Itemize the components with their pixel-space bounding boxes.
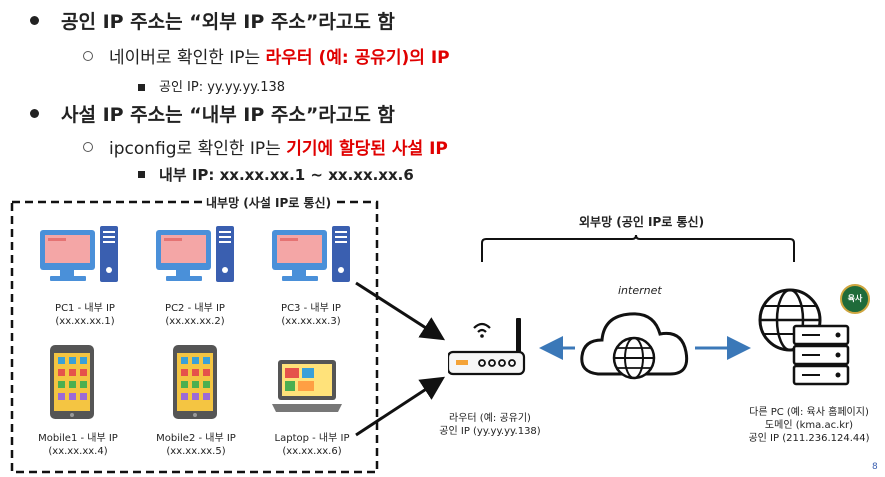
device-name: PC3 - 내부 IP [281,303,341,314]
remote-pc-caption: 다른 PC (예: 육사 홈페이지) 도메인 (kma.ac.kr) 공인 IP… [736,406,882,445]
naver-text: 네이버로 확인한 IP는 [109,48,266,68]
external-network-title: 외부망 (공인 IP로 통신) [575,213,709,230]
bullet-dot-icon [30,16,39,25]
arrow-internal-to-router-bottom [355,376,446,437]
external-network-bracket [481,234,795,262]
smartphone-icon [173,345,217,419]
desktop-icon [40,226,118,282]
private-ip-title: 사설 IP 주소는 “내부 IP 주소”라고도 함 [61,104,395,126]
device-caption: PC3 - 내부 IP (xx.xx.xx.3) [266,302,356,328]
device-caption: Mobile2 - 내부 IP (xx.xx.xx.5) [146,432,246,458]
internal-network-box [10,200,379,474]
remote-ip: 공인 IP (211.236.124.44) [748,433,870,444]
internal-network-title: 내부망 (사설 IP로 통신) [202,194,336,211]
hollow-bullet-icon [83,142,93,152]
router-ip-highlight: 라우터 (예: 공유기)의 IP [265,48,450,68]
sub-bullet-ipconfig: ipconfig로 확인한 IP는 기기에 할당된 사설 IP [83,134,448,159]
ipconfig-text: ipconfig로 확인한 IP는 [109,139,287,159]
device-ip: (xx.xx.xx.1) [55,316,115,327]
smartphone-icon [50,345,94,419]
device-name: Mobile1 - 내부 IP [38,433,118,444]
device-ip-highlight: 기기에 할당된 사설 IP [286,139,448,159]
kma-logo-icon: 육사 [840,284,870,314]
bullet-private-ip: 사설 IP 주소는 “내부 IP 주소”라고도 함 [30,100,395,127]
device-name: Mobile2 - 내부 IP [156,433,236,444]
router-icon [448,318,526,376]
device-caption: PC2 - 내부 IP (xx.xx.xx.2) [150,302,240,328]
device-ip: (xx.xx.xx.2) [165,316,225,327]
device-caption: PC1 - 내부 IP (xx.xx.xx.1) [40,302,130,328]
internet-label: internet [618,284,662,297]
remote-pc-name: 다른 PC (예: 육사 홈페이지) [749,407,869,418]
private-ip-detail: 내부 IP: xx.xx.xx.1 ~ xx.xx.xx.6 [159,166,414,184]
device-ip: (xx.xx.xx.5) [166,446,226,457]
web-server-icon [758,288,850,386]
detail-private-ip: 내부 IP: xx.xx.xx.1 ~ xx.xx.xx.6 [138,164,414,185]
router-name: 라우터 (예: 공유기) [449,413,531,424]
public-ip-detail: 공인 IP: yy.yy.yy.138 [159,80,286,95]
public-ip-title: 공인 IP 주소는 “외부 IP 주소”라고도 함 [61,11,395,33]
bullet-dot-icon [30,109,39,118]
page-number: 8 [872,462,878,472]
square-bullet-icon [138,84,145,91]
device-ip: (xx.xx.xx.4) [48,446,108,457]
router-ip: 공인 IP (yy.yy.yy.138) [439,426,541,437]
hollow-bullet-icon [83,51,93,61]
square-bullet-icon [138,171,145,178]
bullet-public-ip: 공인 IP 주소는 “외부 IP 주소”라고도 함 [30,7,395,34]
desktop-icon [156,226,234,282]
laptop-icon [272,360,342,412]
sub-bullet-naver: 네이버로 확인한 IP는 라우터 (예: 공유기)의 IP [83,43,450,68]
cloud-icon [580,312,689,380]
device-name: PC1 - 내부 IP [55,303,115,314]
arrow-internal-to-router-top [355,281,446,341]
device-caption: Mobile1 - 내부 IP (xx.xx.xx.4) [28,432,128,458]
device-caption: Laptop - 내부 IP (xx.xx.xx.6) [262,432,362,458]
globe-icon [612,336,656,380]
device-name: Laptop - 내부 IP [274,433,350,444]
device-name: PC2 - 내부 IP [165,303,225,314]
remote-domain: 도메인 (kma.ac.kr) [764,420,854,431]
router-caption: 라우터 (예: 공유기) 공인 IP (yy.yy.yy.138) [420,412,560,438]
device-ip: (xx.xx.xx.6) [282,446,342,457]
device-ip: (xx.xx.xx.3) [281,316,341,327]
desktop-icon [272,226,350,282]
detail-public-ip: 공인 IP: yy.yy.yy.138 [138,76,285,95]
